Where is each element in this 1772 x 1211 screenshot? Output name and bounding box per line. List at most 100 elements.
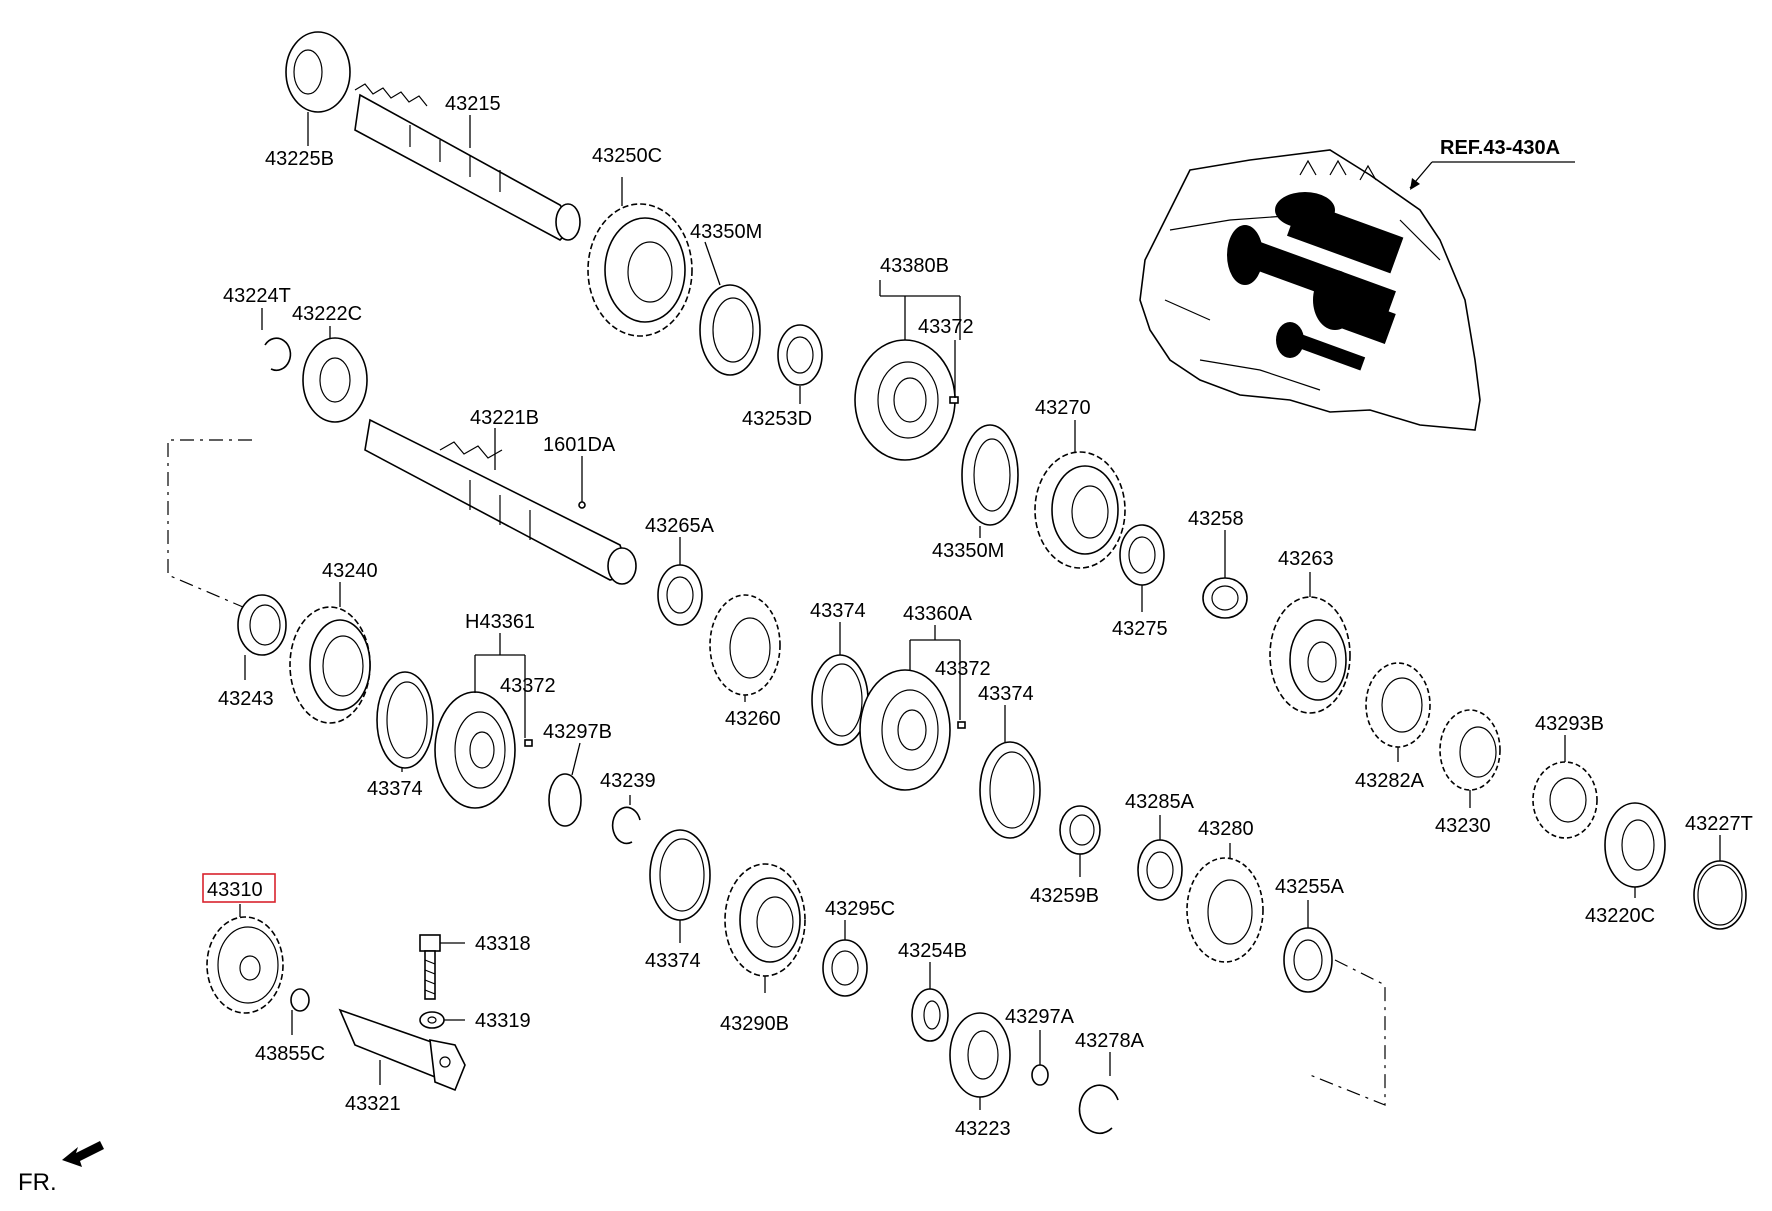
thrust-washer-43254B[interactable]	[911, 988, 949, 1042]
label-43297B[interactable]: 43297B	[543, 721, 612, 743]
washer-43319[interactable]	[419, 1011, 445, 1029]
label-43265A[interactable]: 43265A	[645, 515, 715, 537]
label-43250C[interactable]: 43250C	[592, 145, 662, 167]
label-43225B[interactable]: 43225B	[265, 148, 334, 170]
bushing-43259B[interactable]	[1059, 805, 1101, 855]
output-shaft-43221B[interactable]	[364, 418, 637, 585]
reverse-idler-gear-43310[interactable]	[206, 916, 284, 1014]
needle-bearing-43253D[interactable]	[777, 324, 823, 386]
synchro-ring-43350M-top[interactable]	[699, 284, 761, 376]
label-43297A[interactable]: 43297A	[1005, 1006, 1075, 1028]
label-43374-c[interactable]: 43374	[978, 683, 1034, 705]
needle-bearing-43285A[interactable]	[1137, 839, 1183, 901]
synchro-ring-43374-d[interactable]	[649, 829, 711, 921]
label-43275[interactable]: 43275	[1112, 618, 1168, 640]
label-43374-a[interactable]: 43374	[367, 778, 423, 800]
label-43855C[interactable]: 43855C	[255, 1043, 325, 1065]
bearing-43223[interactable]	[949, 1012, 1011, 1098]
snap-ring-43224T[interactable]	[264, 337, 292, 372]
label-43253D[interactable]: 43253D	[742, 408, 812, 430]
label-43350M-top[interactable]: 43350M	[690, 221, 762, 243]
needle-bearing-43265A[interactable]	[657, 564, 703, 626]
label-43318[interactable]: 43318	[475, 933, 531, 955]
label-43319[interactable]: 43319	[475, 1010, 531, 1032]
needle-bearing-43275[interactable]	[1119, 524, 1165, 586]
label-43372-c[interactable]: 43372	[935, 658, 991, 680]
needle-bearing-43255A[interactable]	[1283, 927, 1333, 993]
label-43260[interactable]: 43260	[725, 708, 781, 730]
label-43223[interactable]: 43223	[955, 1118, 1011, 1140]
bearing-43225B[interactable]	[285, 31, 351, 113]
label-43310[interactable]: 43310	[207, 879, 263, 901]
bushing-43258[interactable]	[1202, 577, 1248, 619]
gear-43270[interactable]	[1034, 451, 1126, 569]
gear-43290B[interactable]	[724, 863, 806, 977]
sync-hub-43380B[interactable]	[854, 339, 956, 461]
label-43350M-mid[interactable]: 43350M	[932, 540, 1004, 562]
snap-ring-43278A[interactable]	[1078, 1084, 1119, 1135]
label-43321[interactable]: 43321	[345, 1093, 401, 1115]
label-43221B[interactable]: 43221B	[470, 407, 539, 429]
label-43380B[interactable]: 43380B	[880, 255, 949, 277]
label-43259B[interactable]: 43259B	[1030, 885, 1099, 907]
key-43372-a[interactable]	[949, 396, 959, 404]
synchro-ring-43350M-mid[interactable]	[961, 424, 1019, 526]
label-43280[interactable]: 43280	[1198, 818, 1254, 840]
snap-ring-43297A[interactable]	[1031, 1064, 1049, 1086]
snap-ring-43297B[interactable]	[548, 773, 582, 827]
label-43258[interactable]: 43258	[1188, 508, 1244, 530]
label-1601DA[interactable]: 1601DA	[543, 434, 616, 456]
label-43230[interactable]: 43230	[1435, 815, 1491, 837]
label-43240[interactable]: 43240	[322, 560, 378, 582]
label-43224T[interactable]: 43224T	[223, 285, 291, 307]
snap-ring-43239[interactable]	[611, 806, 641, 845]
label-43290B[interactable]: 43290B	[720, 1013, 789, 1035]
label-43215[interactable]: 43215	[445, 93, 501, 115]
gear-43280[interactable]	[1186, 857, 1264, 963]
label-43263[interactable]: 43263	[1278, 548, 1334, 570]
label-43222C[interactable]: 43222C	[292, 303, 362, 325]
synchro-ring-43374-a[interactable]	[376, 671, 434, 769]
snap-ring-43227T[interactable]	[1693, 860, 1747, 930]
part-labels: 43225B 43215 43250C 43350M 43380B 43372 …	[202, 93, 1753, 1140]
input-shaft-43215[interactable]	[354, 83, 581, 241]
label-43220C[interactable]: 43220C	[1585, 905, 1655, 927]
needle-bearing-43295C[interactable]	[822, 939, 868, 997]
bearing-43222C[interactable]	[302, 337, 368, 423]
idler-shaft-43321[interactable]	[338, 1008, 466, 1092]
label-43282A[interactable]: 43282A	[1355, 770, 1425, 792]
label-43372-b[interactable]: 43372	[500, 675, 556, 697]
sync-hub-43360A[interactable]	[859, 669, 951, 791]
key-43372-b[interactable]	[524, 739, 533, 747]
bearing-43220C[interactable]	[1604, 802, 1666, 888]
label-43227T[interactable]: 43227T	[1685, 813, 1753, 835]
snap-ring-43855C[interactable]	[290, 988, 310, 1012]
label-43293B[interactable]: 43293B	[1535, 713, 1604, 735]
gear-43293B[interactable]	[1532, 761, 1598, 839]
label-43239[interactable]: 43239	[600, 770, 656, 792]
gear-43282A[interactable]	[1365, 662, 1431, 748]
synchro-ring-43374-c[interactable]	[979, 741, 1041, 839]
plug-1601DA[interactable]	[578, 501, 586, 509]
label-43254B[interactable]: 43254B	[898, 940, 967, 962]
label-43285A[interactable]: 43285A	[1125, 791, 1195, 813]
label-43278A[interactable]: 43278A	[1075, 1030, 1145, 1052]
sync-hub-H43361[interactable]	[434, 691, 516, 809]
key-43372-c[interactable]	[957, 721, 966, 729]
label-43295C[interactable]: 43295C	[825, 898, 895, 920]
label-43270[interactable]: 43270	[1035, 397, 1091, 419]
gear-43260[interactable]	[709, 594, 781, 696]
label-43255A[interactable]: 43255A	[1275, 876, 1345, 898]
label-43374-d[interactable]: 43374	[645, 950, 701, 972]
gear-43240[interactable]	[289, 606, 371, 724]
gear-43263[interactable]	[1269, 596, 1351, 714]
bolt-43318[interactable]	[419, 934, 441, 1000]
label-43374-b[interactable]: 43374	[810, 600, 866, 622]
gear-43230[interactable]	[1439, 709, 1501, 791]
gear-43250C[interactable]	[587, 203, 693, 337]
label-43372-a[interactable]: 43372	[918, 316, 974, 338]
label-43360A[interactable]: 43360A	[903, 603, 973, 625]
label-43243[interactable]: 43243	[218, 688, 274, 710]
label-H43361[interactable]: H43361	[465, 611, 535, 633]
bushing-43243[interactable]	[237, 594, 287, 656]
